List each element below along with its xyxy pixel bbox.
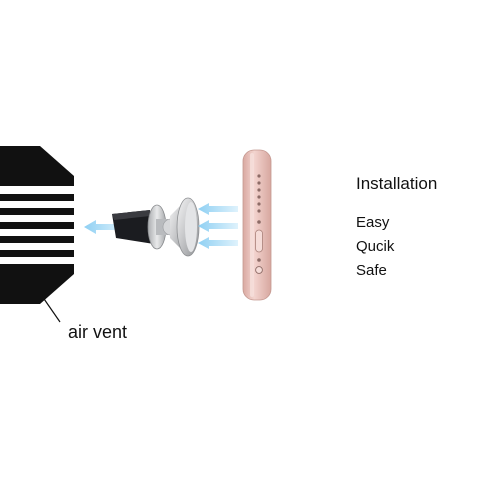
step-label-quick: Qucik xyxy=(356,238,395,255)
magnetic-mount-icon xyxy=(112,197,200,257)
air-vent-icon xyxy=(0,146,74,323)
attach-arrows xyxy=(198,203,238,249)
phone-side-icon xyxy=(242,149,272,301)
attach-arrow-icon xyxy=(84,220,126,234)
installation-title: Installation xyxy=(356,174,438,193)
step-label-safe: Safe xyxy=(356,262,387,279)
step-label-easy: Easy xyxy=(356,214,390,231)
air-vent-label: air vent xyxy=(68,322,128,342)
